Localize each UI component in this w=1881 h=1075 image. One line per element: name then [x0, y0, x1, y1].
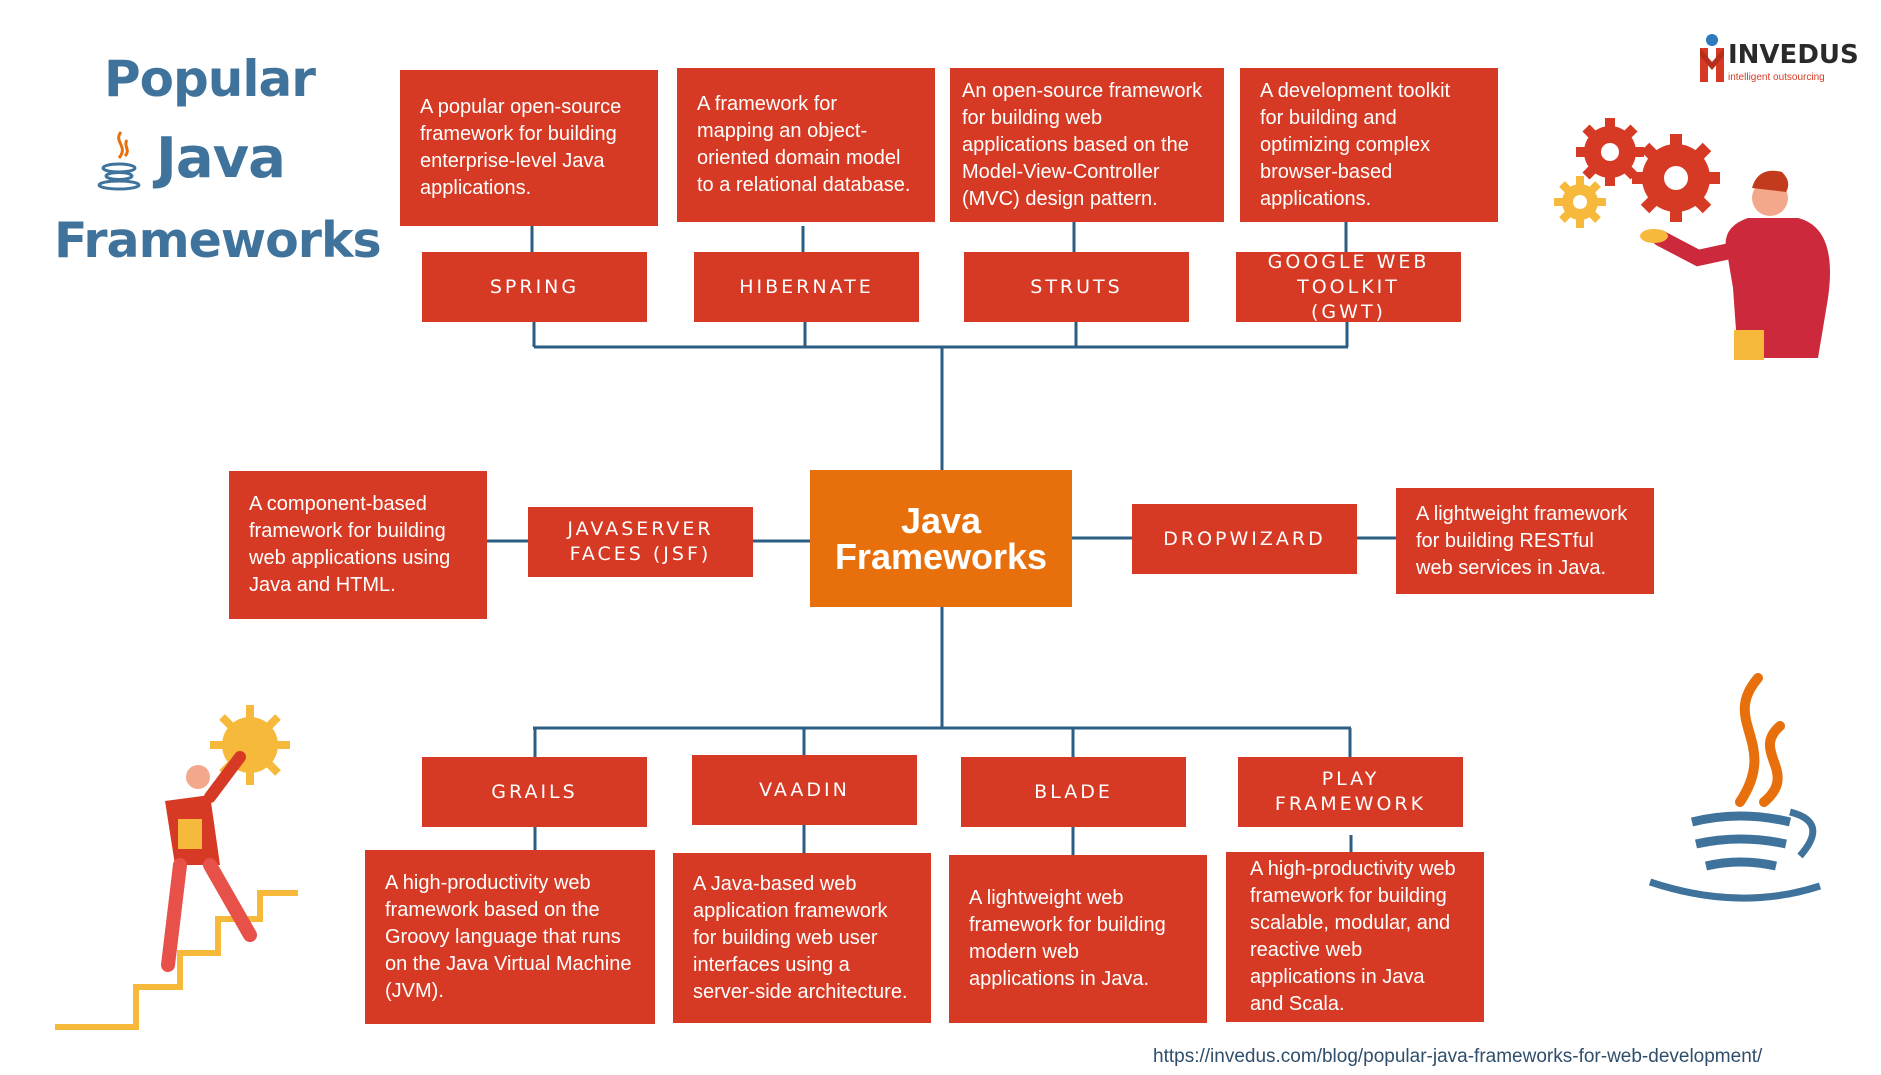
spring-label: SPRING — [422, 252, 647, 322]
grails-description: A high-productivity web framework based … — [365, 850, 655, 1024]
vaadin-label: VAADIN — [692, 755, 917, 825]
java-logo-icon — [97, 131, 141, 191]
page-title-line1: Popular — [104, 50, 316, 108]
source-link[interactable]: https://invedus.com/blog/popular-java-fr… — [1153, 1046, 1763, 1067]
dropwizard-label: DROPWIZARD — [1132, 504, 1357, 574]
java-frameworks-center: Java Frameworks — [810, 470, 1072, 607]
jsf-label: JAVASERVER FACES (JSF) — [528, 507, 753, 577]
gwt-description: A development toolkit for building and o… — [1240, 68, 1498, 222]
gwt-label: GOOGLE WEB TOOLKIT (GWT) — [1236, 251, 1461, 323]
struts-label: STRUTS — [964, 252, 1189, 322]
logo-name: INVEDUS — [1728, 40, 1859, 70]
hibernate-label: HIBERNATE — [694, 252, 919, 322]
blade-description: A lightweight web framework for building… — [949, 855, 1207, 1023]
spring-description: A popular open-source framework for buil… — [400, 70, 658, 226]
vaadin-description: A Java-based web application framework f… — [673, 853, 931, 1023]
jsf-description: A component-based framework for building… — [229, 471, 487, 619]
java-cup-icon — [1648, 673, 1822, 902]
play-description: A high-productivity web framework for bu… — [1226, 852, 1484, 1022]
dropwizard-description: A lightweight framework for building RES… — [1396, 488, 1654, 594]
invedus-logo-icon — [1700, 34, 1724, 82]
gears-person-illustration — [1554, 118, 1830, 360]
page-title-line2: Java — [156, 126, 286, 191]
blade-label: BLADE — [961, 757, 1186, 827]
struts-description: An open-source framework for building we… — [950, 68, 1224, 222]
stairs-climber-illustration — [55, 705, 298, 1030]
hibernate-description: A framework for mapping an object-orient… — [677, 68, 935, 222]
grails-label: GRAILS — [422, 757, 647, 827]
play-label: PLAY FRAMEWORK — [1238, 757, 1463, 827]
logo-tagline: intelligent outsourcing — [1728, 72, 1825, 83]
page-title-line3: Frameworks — [54, 212, 382, 269]
